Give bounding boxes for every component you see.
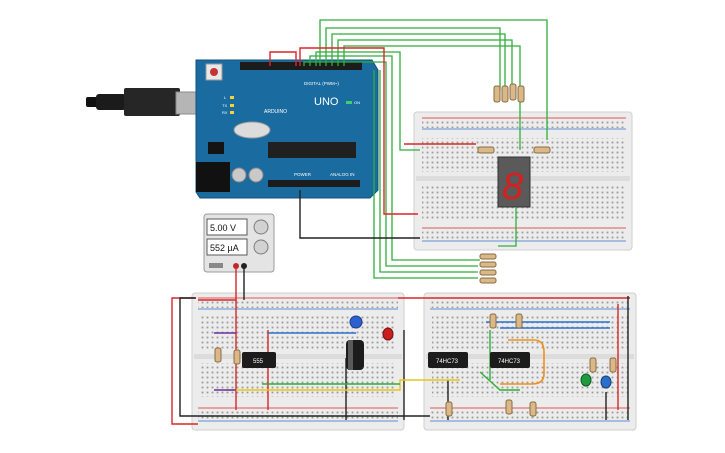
digital-header-label: DIGITAL (PWM~) [304,81,339,86]
voltage-readout: 5.00 V [210,223,236,233]
power-label: POWER [294,172,312,177]
purple-wires[interactable] [214,332,236,391]
ic-74hc73-right[interactable]: 74HC73 [490,352,530,368]
led-label-on: ON [354,100,360,105]
blue-led [600,375,612,389]
leds[interactable] [382,327,612,389]
led-label-l: L [224,95,227,100]
ic-555-timer[interactable]: 555 [242,352,276,368]
arduino-brand: ARDUINO [264,109,287,115]
orange-wire[interactable] [500,339,545,385]
breadboard-bottom-left[interactable] [191,292,405,431]
ic-555-label: 555 [253,359,264,365]
current-readout: 552 µA [210,243,239,253]
green-led [580,373,592,387]
ic-74hc73-left-label: 74HC73 [436,359,459,365]
black-wires[interactable] [179,190,629,420]
ic-74hc73-left[interactable]: 74HC73 [428,352,468,368]
capacitors[interactable] [346,315,364,370]
red-led [382,327,394,341]
current-knob[interactable] [253,239,269,255]
resistors[interactable] [214,83,617,417]
arduino-uno-board[interactable]: ARDUINO UNO DIGITAL (PWM~) POWER ANALOG … [195,59,379,199]
arduino-model: UNO [314,96,339,108]
seven-segment-digit: 8 [502,166,523,208]
voltage-knob[interactable] [253,219,269,235]
red-wires[interactable] [171,47,630,425]
led-label-rx: RX [222,110,228,115]
usb-cable[interactable] [86,88,205,116]
led-label-tx: TX [222,103,227,108]
seven-segment-display[interactable]: 8 [497,156,531,208]
yellow-wires[interactable] [226,379,460,391]
analog-label: ANALOG IN [330,172,355,177]
ic-74hc73-right-label: 74HC73 [498,359,521,365]
power-supply[interactable]: 5.00 V 552 µA [203,213,275,273]
